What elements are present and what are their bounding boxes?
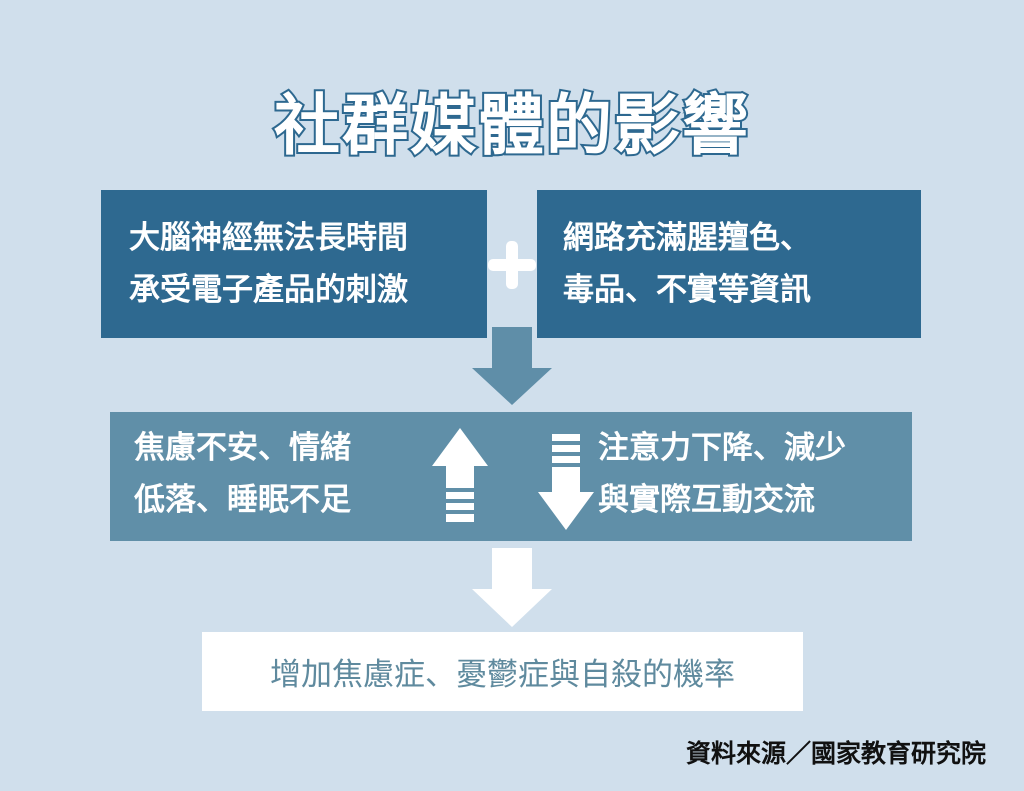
decrease-arrow-icon: [538, 434, 594, 530]
cause-left-line1: 大腦神經無法長時間: [129, 220, 408, 255]
cause-box-brain: 大腦神經無法長時間 承受電子產品的刺激: [101, 190, 487, 338]
page-title: 社群媒體的影響: [272, 86, 750, 164]
effects-right-line1: 注意力下降、減少: [598, 430, 846, 465]
effects-box: 焦慮不安、情緒 低落、睡眠不足 注意力下降、減少 與實際互動交流: [110, 412, 912, 541]
source-credit: 資料來源／國家教育研究院: [685, 740, 986, 768]
effects-left-line1: 焦慮不安、情緒: [134, 430, 351, 465]
cause-right-line2: 毒品、不實等資訊: [563, 272, 811, 307]
effects-right-line2: 與實際互動交流: [598, 482, 815, 517]
cause-box-internet: 網路充滿腥羶色、 毒品、不實等資訊: [537, 190, 921, 338]
effects-right: 注意力下降、減少 與實際互動交流: [598, 422, 846, 526]
cause-left-line2: 承受電子產品的刺激: [129, 272, 408, 307]
effects-left: 焦慮不安、情緒 低落、睡眠不足: [134, 422, 351, 526]
effects-left-line2: 低落、睡眠不足: [134, 482, 351, 517]
cause-right-line1: 網路充滿腥羶色、: [563, 220, 811, 255]
increase-arrow-icon: [432, 428, 488, 522]
arrow-down-icon: [472, 327, 552, 405]
arrow-down-icon: [472, 548, 552, 627]
plus-icon: [488, 241, 536, 289]
result-box: 增加焦慮症、憂鬱症與自殺的機率: [202, 632, 803, 711]
